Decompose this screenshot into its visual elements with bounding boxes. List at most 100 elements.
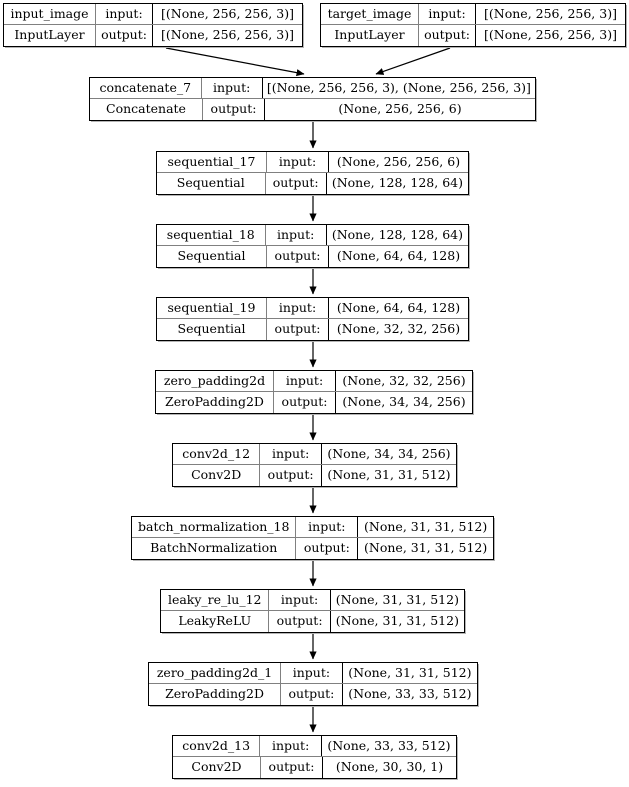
- layer-name: zero_padding2d_1: [149, 663, 282, 683]
- layer-name: sequential_19: [157, 298, 267, 318]
- layer-name: leaky_re_lu_12: [161, 590, 270, 610]
- layer-class-name: Conv2D: [173, 757, 261, 778]
- input-shape: (None, 34, 34, 256): [327, 445, 451, 461]
- output-label: output:: [260, 465, 322, 486]
- input-label: input:: [202, 78, 263, 98]
- input-shape: (None, 128, 128, 64): [331, 226, 463, 242]
- output-shape: (None, 31, 31, 512): [327, 467, 451, 483]
- output-label: output:: [274, 392, 336, 413]
- input-label: input:: [269, 590, 331, 610]
- input-label: input:: [267, 152, 329, 172]
- layer-name: batch_normalization_18: [132, 517, 297, 537]
- input-label: input:: [260, 736, 322, 756]
- input-shape: (None, 31, 31, 512): [364, 518, 488, 534]
- input-label: input:: [96, 4, 153, 24]
- input-label: input:: [296, 517, 359, 537]
- layer-class-name: ZeroPadding2D: [149, 684, 282, 705]
- input-shape: (None, 32, 32, 256): [342, 372, 466, 388]
- edge-target_image-to-concatenate_7: [375, 47, 451, 75]
- input-shape: [(None, 256, 256, 3)]: [161, 5, 294, 21]
- output-shape: [(None, 256, 256, 3)]: [161, 27, 294, 43]
- layer-name: conv2d_12: [173, 444, 261, 464]
- input-label: input:: [274, 371, 336, 391]
- input-label: input:: [281, 663, 343, 683]
- layer-name: sequential_18: [157, 225, 266, 245]
- input-shape: (None, 33, 33, 512): [327, 737, 451, 753]
- output-shape: (None, 128, 128, 64): [331, 175, 463, 191]
- output-shape: (None, 30, 30, 1): [335, 759, 444, 775]
- output-label: output:: [266, 173, 327, 194]
- layer-class-name: Sequential: [157, 319, 267, 340]
- layer-class-name: Sequential: [157, 246, 267, 267]
- layer-class-name: Sequential: [157, 173, 266, 194]
- output-shape: [(None, 256, 256, 3)]: [484, 27, 617, 43]
- output-label: output:: [419, 25, 476, 46]
- input-label: input:: [419, 4, 476, 24]
- output-shape: (None, 64, 64, 128): [336, 248, 461, 264]
- layer-name: conv2d_13: [173, 736, 261, 756]
- output-shape: (None, 32, 32, 256): [336, 321, 461, 337]
- edge-input_image-to-concatenate_7: [165, 47, 305, 77]
- output-label: output:: [296, 538, 359, 559]
- input-label: input:: [267, 298, 329, 318]
- layer-name: zero_padding2d: [156, 371, 274, 391]
- layer-name: input_image: [4, 4, 96, 24]
- output-label: output:: [267, 319, 329, 340]
- output-label: output:: [203, 99, 265, 120]
- input-label: input:: [260, 444, 322, 464]
- input-label: input:: [266, 225, 327, 245]
- output-shape: (None, 31, 31, 512): [364, 540, 488, 556]
- input-shape: [(None, 256, 256, 3)]: [484, 5, 617, 21]
- layer-class-name: InputLayer: [321, 25, 419, 46]
- layer-class-name: LeakyReLU: [161, 611, 270, 632]
- layer-name: sequential_17: [157, 152, 267, 172]
- output-shape: (None, 31, 31, 512): [335, 613, 459, 629]
- output-label: output:: [281, 684, 343, 705]
- input-shape: (None, 31, 31, 512): [348, 664, 472, 680]
- output-shape: (None, 256, 256, 6): [338, 101, 462, 117]
- input-shape: (None, 64, 64, 128): [336, 299, 461, 315]
- input-shape: (None, 256, 256, 6): [336, 153, 461, 169]
- output-label: output:: [261, 757, 323, 778]
- output-label: output:: [96, 25, 153, 46]
- layer-class-name: Concatenate: [90, 99, 203, 120]
- layer-class-name: ZeroPadding2D: [156, 392, 274, 413]
- layer-name: target_image: [321, 4, 419, 24]
- layer-class-name: InputLayer: [4, 25, 96, 46]
- input-shape: [(None, 256, 256, 3), (None, 256, 256, 3…: [266, 79, 531, 95]
